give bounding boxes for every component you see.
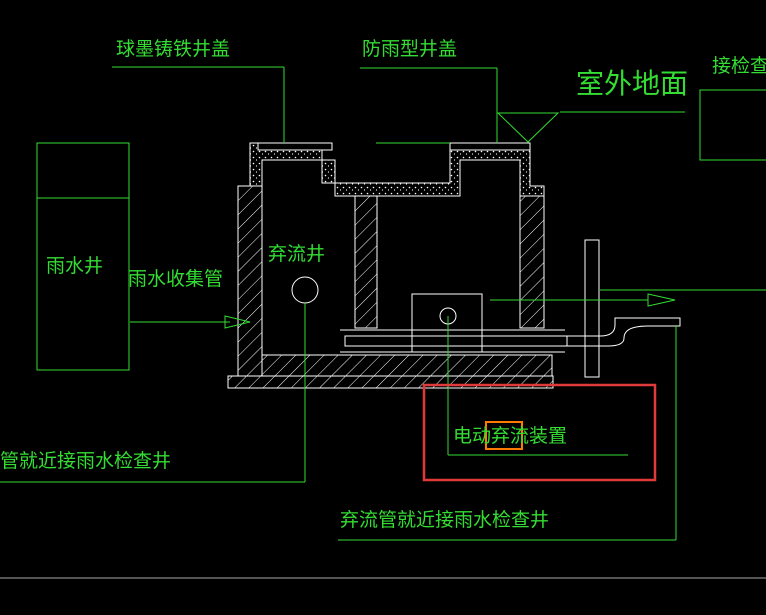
highlight-box-inner <box>485 421 523 450</box>
highlight-box-outer <box>422 383 657 482</box>
rain-well-box <box>36 142 130 371</box>
left-well-wall <box>237 185 263 377</box>
ductile-cover-shape <box>257 142 333 151</box>
connect-inspection-label: 接检查井 <box>712 55 766 77</box>
roof-slab <box>249 142 545 197</box>
diversion-pipe-near-label: 弃流管就近接雨水检查井 <box>340 509 549 531</box>
outflow-pipe <box>340 239 681 378</box>
inner-floor <box>261 354 553 377</box>
ductile-cover-label: 球墨铸铁井盖 <box>116 38 230 60</box>
rain-collect-pipe-label: 雨水收集管 <box>128 268 223 290</box>
rain-well-label: 雨水井 <box>46 255 103 277</box>
middle-wall-right <box>519 195 545 329</box>
diversion-well-label: 弃流井 <box>268 243 325 265</box>
rainproof-cover-label: 防雨型井盖 <box>362 38 457 60</box>
rainproof-cover-shape <box>449 142 531 151</box>
electric-diversion-label: 电动弃流装置 <box>453 425 567 447</box>
inspection-well-box <box>699 89 766 161</box>
device-box <box>411 293 483 353</box>
pipe-left-near-label: 管就近接雨水检查井 <box>0 450 171 472</box>
middle-wall-left <box>354 195 378 329</box>
well-circle <box>291 276 319 304</box>
outdoor-ground-label: 室外地面 <box>576 67 688 100</box>
ground-surface <box>496 111 685 143</box>
leader-lines <box>0 66 766 579</box>
